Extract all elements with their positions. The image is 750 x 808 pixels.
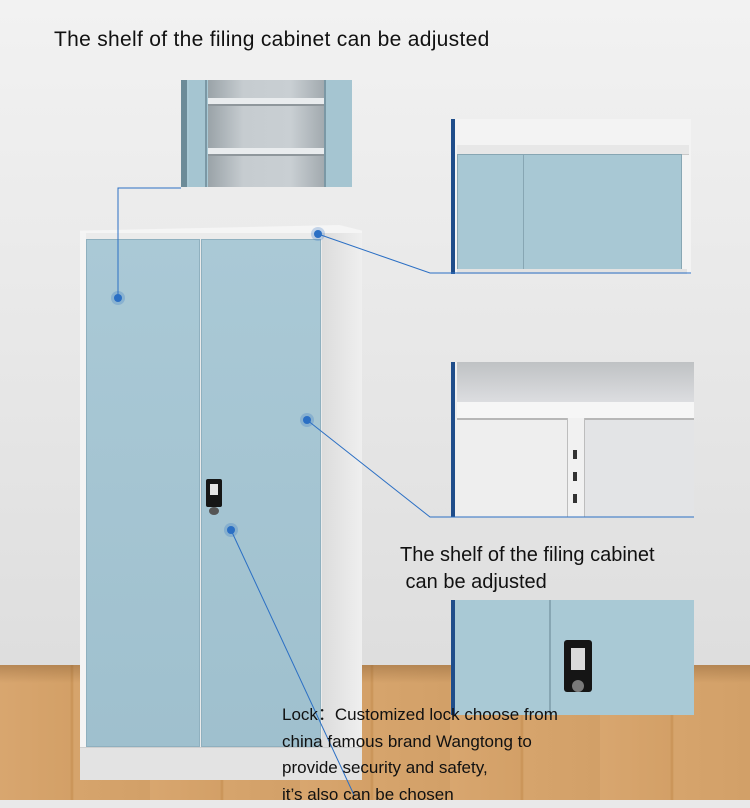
lock-icon	[206, 479, 222, 515]
door-seam	[549, 600, 551, 715]
door-panel	[457, 154, 525, 271]
inset-door-edge	[324, 80, 352, 187]
middle-caption: The shelf of the filing cabinet can be a…	[400, 544, 655, 593]
inset-accent-bar	[451, 600, 455, 715]
cabinet-ceiling	[457, 362, 694, 402]
callout-dot-icon	[114, 294, 122, 302]
key-icon	[572, 680, 584, 692]
inset-frame	[181, 80, 187, 187]
callout-dot-icon	[303, 416, 311, 424]
callout-dot-icon	[314, 230, 322, 238]
inset-bottom-edge	[457, 269, 687, 274]
inset-accent-bar	[451, 119, 455, 274]
cabinet-back-wall	[583, 418, 694, 517]
lock-detail-inset	[451, 600, 694, 715]
door-panel	[523, 154, 682, 271]
top-caption: The shelf of the filing cabinet can be a…	[54, 28, 490, 51]
shelf-board	[208, 98, 326, 106]
post-slot	[573, 494, 577, 503]
post-slot	[573, 450, 577, 459]
inset-accent-bar	[451, 362, 455, 517]
lock-handle	[210, 484, 218, 495]
inset-door-edge	[189, 80, 207, 187]
filing-cabinet	[80, 225, 362, 780]
callout-dot-icon	[227, 526, 235, 534]
key-icon	[209, 507, 219, 515]
lock-handle	[571, 648, 585, 670]
cabinet-interior	[208, 80, 326, 187]
lock-description: Lock：Customized lock choose from china f…	[282, 705, 558, 804]
top-corner-detail-inset	[451, 119, 691, 274]
cabinet-side-panel	[322, 233, 362, 780]
shelf-detail-inset	[181, 80, 352, 187]
shelf-bracket-detail-inset	[451, 362, 694, 517]
shelf-board	[208, 148, 326, 156]
post-slot	[573, 472, 577, 481]
left-door	[86, 239, 200, 747]
